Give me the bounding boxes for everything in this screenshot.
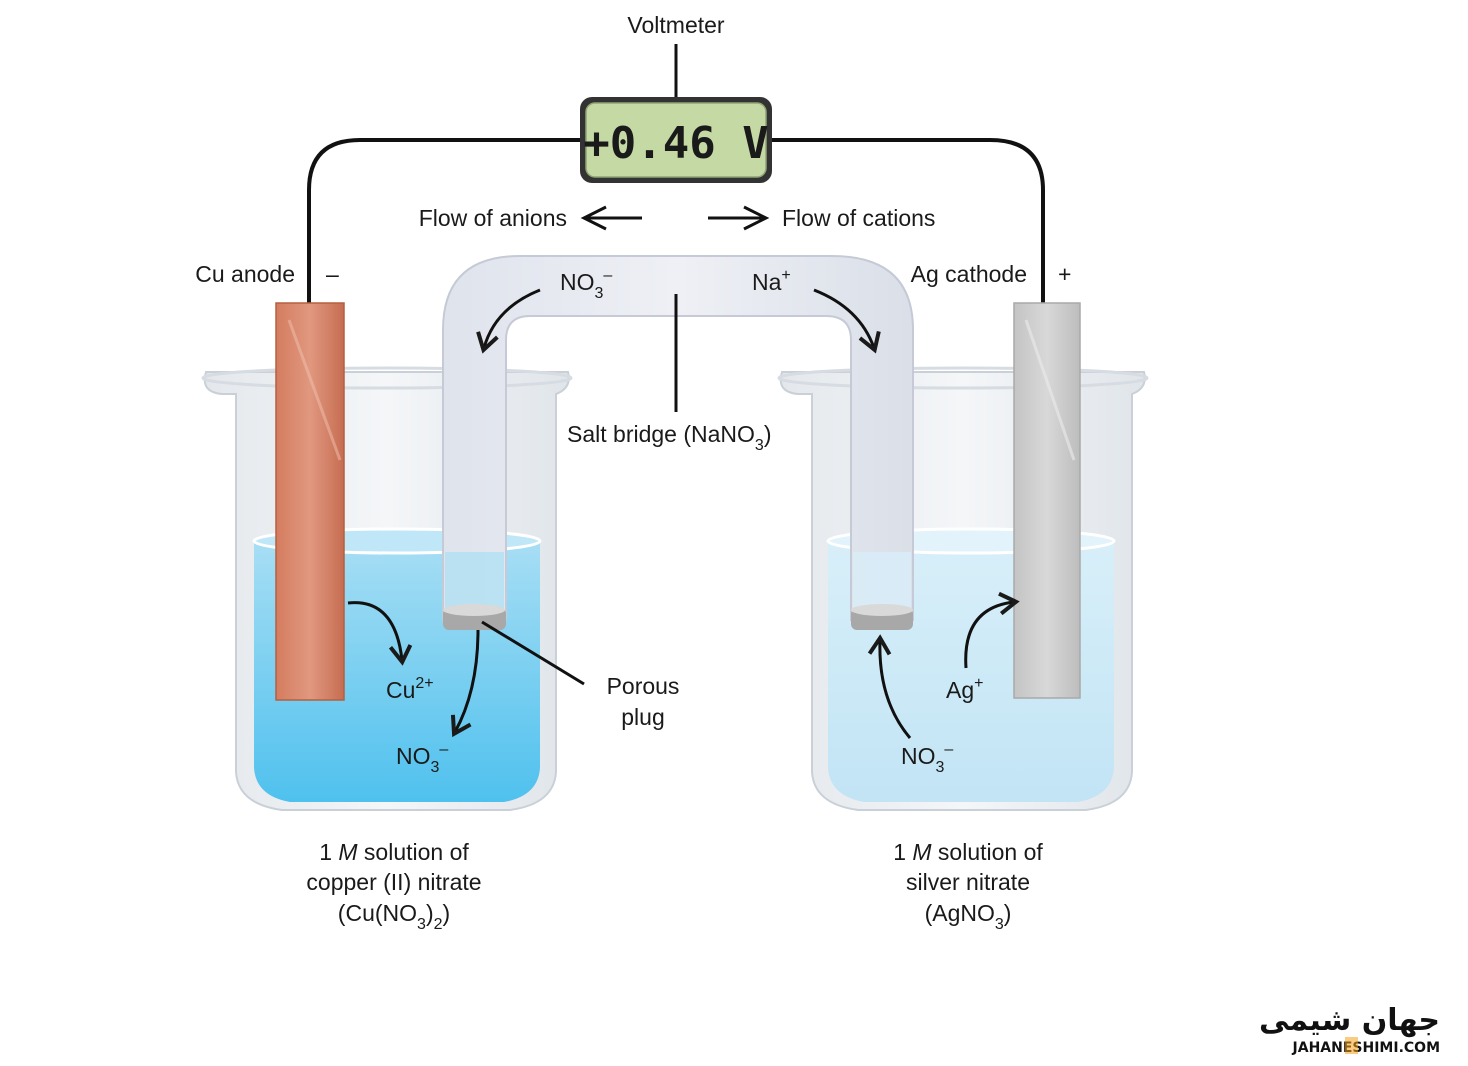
ag-ion-arrow [964,591,1020,669]
svg-text:(Cu(NO3)2): (Cu(NO3)2) [338,900,450,933]
porous-plug-right [851,604,913,630]
svg-text:(AgNO3): (AgNO3) [925,900,1012,933]
svg-text:1 M solution of: 1 M solution of [319,839,469,865]
svg-text:جهان شیمی: جهان شیمی [1259,1003,1440,1038]
cu-ion-label: Cu2+ [386,675,434,703]
cathode-sign: + [1058,261,1071,287]
salt-bridge-label: Salt bridge (NaNO3) [567,421,772,454]
watermark-logo: جهان شیمی JAHANESHIMI.COM [1259,1003,1440,1056]
ag-cathode-label: Ag cathode [911,261,1027,287]
bridge-cation-label: Na+ [752,267,791,295]
left-caption: 1 M solution of copper (II) nitrate (Cu(… [306,839,481,933]
anode-sign: – [326,261,339,287]
ag-electrode [1013,302,1081,699]
cu-anode-label: Cu anode [195,261,295,287]
svg-text:1 M solution of: 1 M solution of [893,839,1043,865]
porous-plug-label-line1: Porous [607,673,680,699]
right-nitrate-label: NO3– [901,741,953,776]
bridge-cation-arrow [813,288,881,354]
cu-electrode [275,302,345,701]
porous-plug-label-line2: plug [621,704,664,730]
cu-ion-arrow [347,601,413,666]
bridge-anion-arrow [476,288,541,354]
wire-right [770,138,1045,305]
right-beaker [777,366,1149,811]
wire-left [307,138,582,305]
bridge-anion-label: NO3– [560,267,612,302]
voltmeter: +0.46 V [580,97,772,183]
flow-of-cations-label: Flow of cations [782,205,935,231]
left-nitrate-label: NO3– [396,741,448,776]
flow-of-anions-label: Flow of anions [419,205,567,231]
voltmeter-label: Voltmeter [627,12,724,38]
right-nitrate-arrow [867,634,912,739]
left-beaker [201,366,573,811]
ag-ion-label: Ag+ [946,675,983,703]
svg-text:copper (II) nitrate: copper (II) nitrate [306,869,481,895]
flow-of-anions-arrow [580,205,642,231]
porous-plug-left [443,604,506,630]
svg-text:JAHANESHIMI.COM: JAHANESHIMI.COM [1292,1040,1440,1056]
right-caption: 1 M solution of silver nitrate (AgNO3) [893,839,1043,933]
voltmeter-reading: +0.46 V [583,118,768,169]
porous-plug-leader-line [481,620,585,686]
svg-text:silver nitrate: silver nitrate [906,869,1030,895]
flow-of-cations-arrow [708,205,770,231]
left-nitrate-arrow [450,629,480,738]
